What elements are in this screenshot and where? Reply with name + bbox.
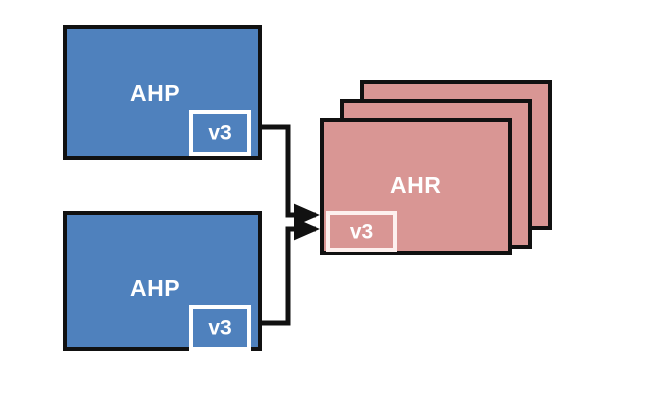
ahr-version-box[interactable]: v3 <box>326 211 397 252</box>
ahp-top-label: AHP <box>130 80 181 106</box>
ahp-box-bottom[interactable]: AHP v3 <box>63 211 262 351</box>
ahr-version-label: v3 <box>349 220 374 243</box>
ahp-top-version-label: v3 <box>208 121 232 145</box>
ahr-card-front[interactable]: AHR v3 <box>320 118 512 255</box>
ahp-bottom-label: AHP <box>130 275 181 301</box>
ahr-label: AHR <box>390 172 442 198</box>
ahp-bottom-version-box[interactable]: v3 <box>189 305 251 351</box>
ahp-box-top[interactable]: AHP v3 <box>63 25 262 160</box>
ahp-top-version-box[interactable]: v3 <box>189 110 251 156</box>
ahp-bottom-version-label: v3 <box>208 316 232 340</box>
